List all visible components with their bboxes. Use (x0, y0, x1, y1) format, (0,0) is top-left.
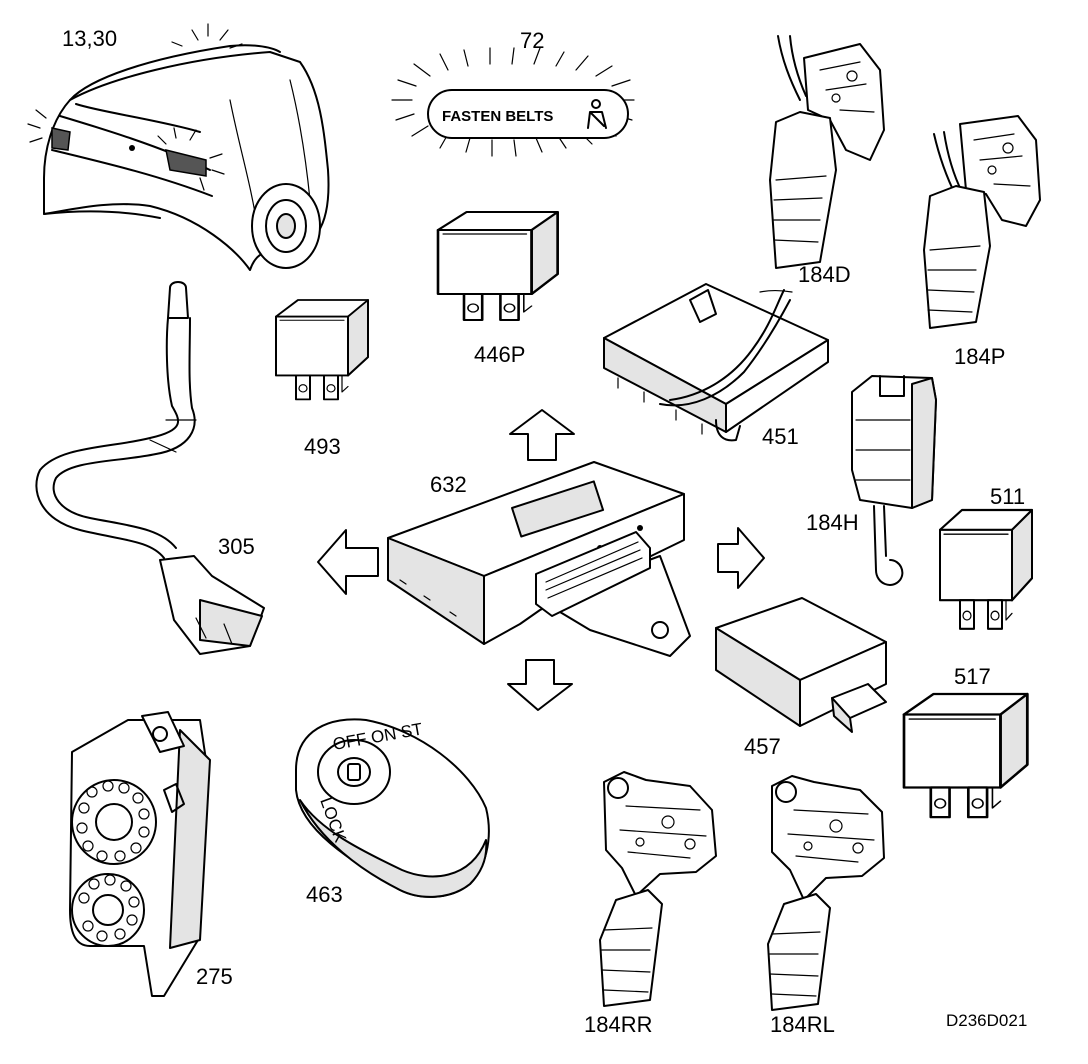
label-72: 72 (520, 28, 544, 53)
arrow-up (509, 409, 575, 461)
label-451: 451 (762, 424, 799, 449)
fasten-belts-lamp: FASTEN BELTS 72 (391, 28, 635, 157)
label-184rl: 184RL (770, 1012, 835, 1037)
module-457: 457 (715, 597, 887, 759)
label-446p: 446P (474, 342, 525, 367)
relay-511: 511 (938, 484, 1034, 630)
label-463: 463 (306, 882, 343, 907)
label-184h: 184H (806, 510, 859, 535)
sensor-cable-305: 305 (35, 281, 265, 655)
arrow-right (717, 527, 765, 589)
label-517: 517 (954, 664, 991, 689)
arrow-left (317, 529, 379, 595)
label-493: 493 (304, 434, 341, 459)
door-lock-actuator-184rr: 184RR (584, 771, 717, 1037)
label-275: 275 (196, 964, 233, 989)
seatbelt-person-icon (587, 99, 607, 129)
relay-493: 493 (275, 299, 369, 459)
door-lock-actuator-184rl: 184RL (767, 775, 885, 1037)
car-rear-lights-illustration: 13,30 (27, 23, 330, 271)
fasten-belts-text: FASTEN BELTS (442, 108, 553, 125)
label-184d: 184D (798, 262, 851, 287)
label-632: 632 (430, 472, 467, 497)
arrow-down (507, 659, 573, 711)
hood-switch-184h: 184H (806, 375, 937, 586)
label-305: 305 (218, 534, 255, 559)
door-lock-actuator-184p: 184P (923, 115, 1041, 369)
label-13-30: 13,30 (62, 26, 117, 51)
label-511: 511 (990, 484, 1025, 509)
door-lock-actuator-184d: 184D (769, 35, 885, 287)
relay-446p: 446P (436, 210, 559, 367)
central-alarm-unit-632: 632 (387, 461, 691, 657)
drawing-code: D236D021 (946, 1011, 1027, 1030)
label-184rr: 184RR (584, 1012, 652, 1037)
ignition-lock-463: OFF ON ST LOCK 463 (295, 718, 490, 907)
label-457: 457 (744, 734, 781, 759)
relay-517: 517 (902, 664, 1029, 819)
label-184p: 184P (954, 344, 1005, 369)
siren-275: 275 (69, 711, 233, 997)
control-module-451: 451 (603, 283, 829, 449)
